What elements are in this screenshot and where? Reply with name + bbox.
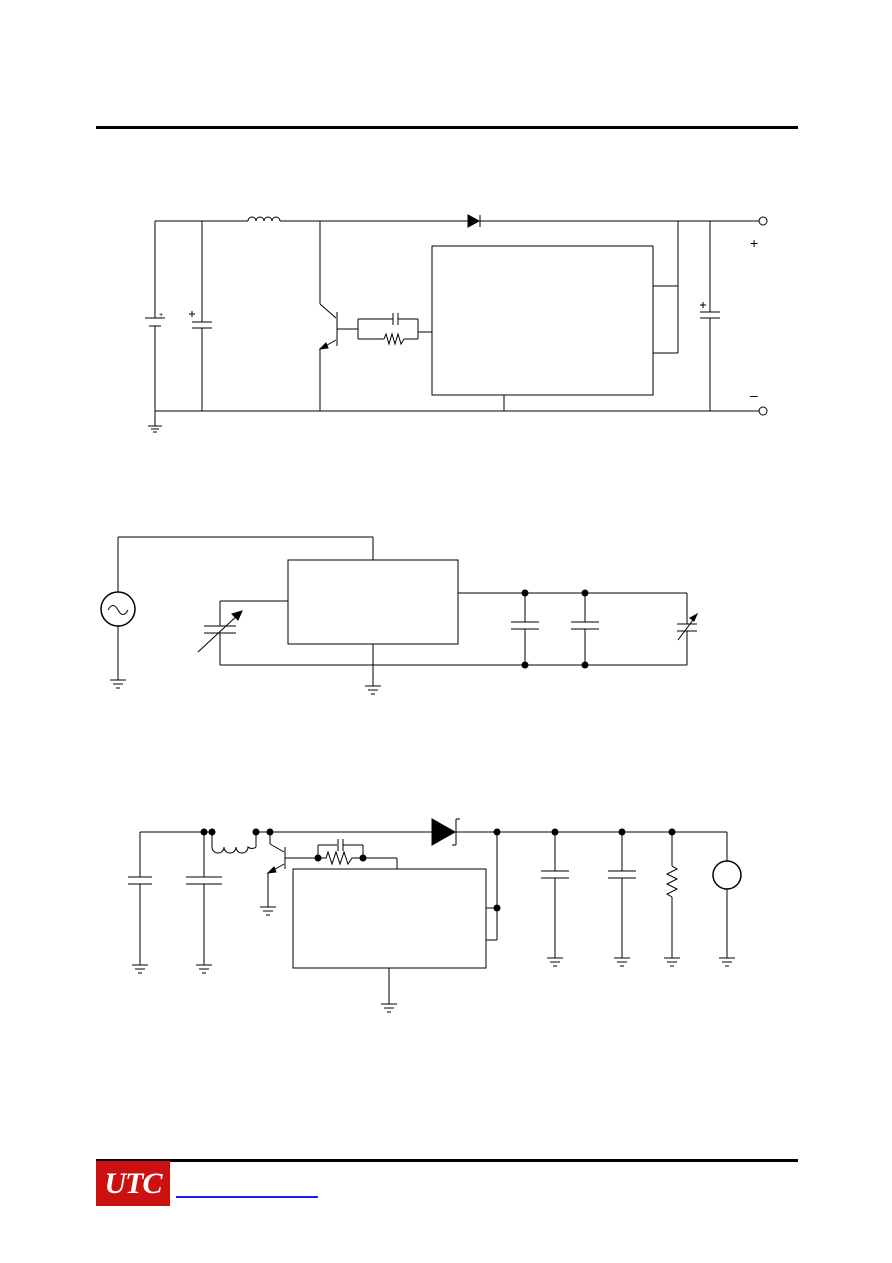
- inductor-icon: [247, 216, 281, 222]
- test-circuit-schematic: [100, 536, 699, 695]
- battery-icon: [128, 876, 152, 885]
- ground-icon: [110, 679, 126, 689]
- ic-block: [287, 559, 459, 645]
- output-plus-label: +: [750, 235, 758, 251]
- website-link[interactable]: [176, 1196, 318, 1198]
- inductor-icon: [211, 845, 257, 854]
- output-capacitor-icon: [700, 302, 720, 319]
- output-minus-label: –: [750, 387, 758, 403]
- capacitor-icon: [541, 870, 569, 879]
- junction-dot: [493, 904, 501, 912]
- ground-icon: [132, 964, 148, 974]
- input-capacitor-icon: [189, 311, 212, 329]
- ground-icon: [664, 957, 680, 967]
- capacitor-icon: [511, 621, 539, 630]
- resistor-icon: [318, 850, 363, 866]
- ground-icon: [381, 1003, 397, 1013]
- footer-rule: [96, 1159, 798, 1162]
- ic-block: [431, 245, 654, 396]
- resistor-icon: [665, 865, 679, 898]
- ac-source-icon: [100, 591, 136, 627]
- battery-icon: [145, 317, 165, 327]
- battery-plus-label: +: [159, 312, 163, 319]
- capacitor-icon: [608, 870, 636, 879]
- output-terminal-negative: [758, 406, 768, 416]
- schottky-diode-icon: [431, 818, 460, 846]
- ground-icon: [148, 425, 162, 433]
- logo-text: UTC: [104, 1166, 163, 1200]
- junction-dot: [208, 828, 216, 836]
- utc-logo: UTC: [96, 1161, 170, 1206]
- transistor-icon: [318, 303, 338, 350]
- capacitor-icon: [186, 876, 222, 885]
- header-rule: [96, 126, 798, 129]
- ground-icon: [614, 957, 630, 967]
- boost-converter-schematic: + – +: [145, 214, 768, 433]
- capacitor-icon: [392, 313, 399, 325]
- ground-icon: [719, 957, 735, 967]
- ground-icon: [196, 964, 212, 974]
- junction-dot: [252, 828, 260, 836]
- transistor-icon: [266, 843, 286, 874]
- application-circuit-schematic: [128, 818, 742, 1013]
- resistor-icon: [383, 332, 405, 346]
- ground-icon: [260, 906, 276, 916]
- ground-icon: [365, 685, 381, 695]
- capacitor-icon: [571, 621, 599, 630]
- meter-icon: [712, 860, 742, 890]
- diode-icon: [467, 214, 481, 228]
- variable-load-icon: [677, 612, 699, 641]
- ic-block: [292, 868, 487, 969]
- ground-icon: [547, 957, 563, 967]
- capacitor-icon: [337, 839, 344, 851]
- output-terminal-positive: [758, 216, 768, 226]
